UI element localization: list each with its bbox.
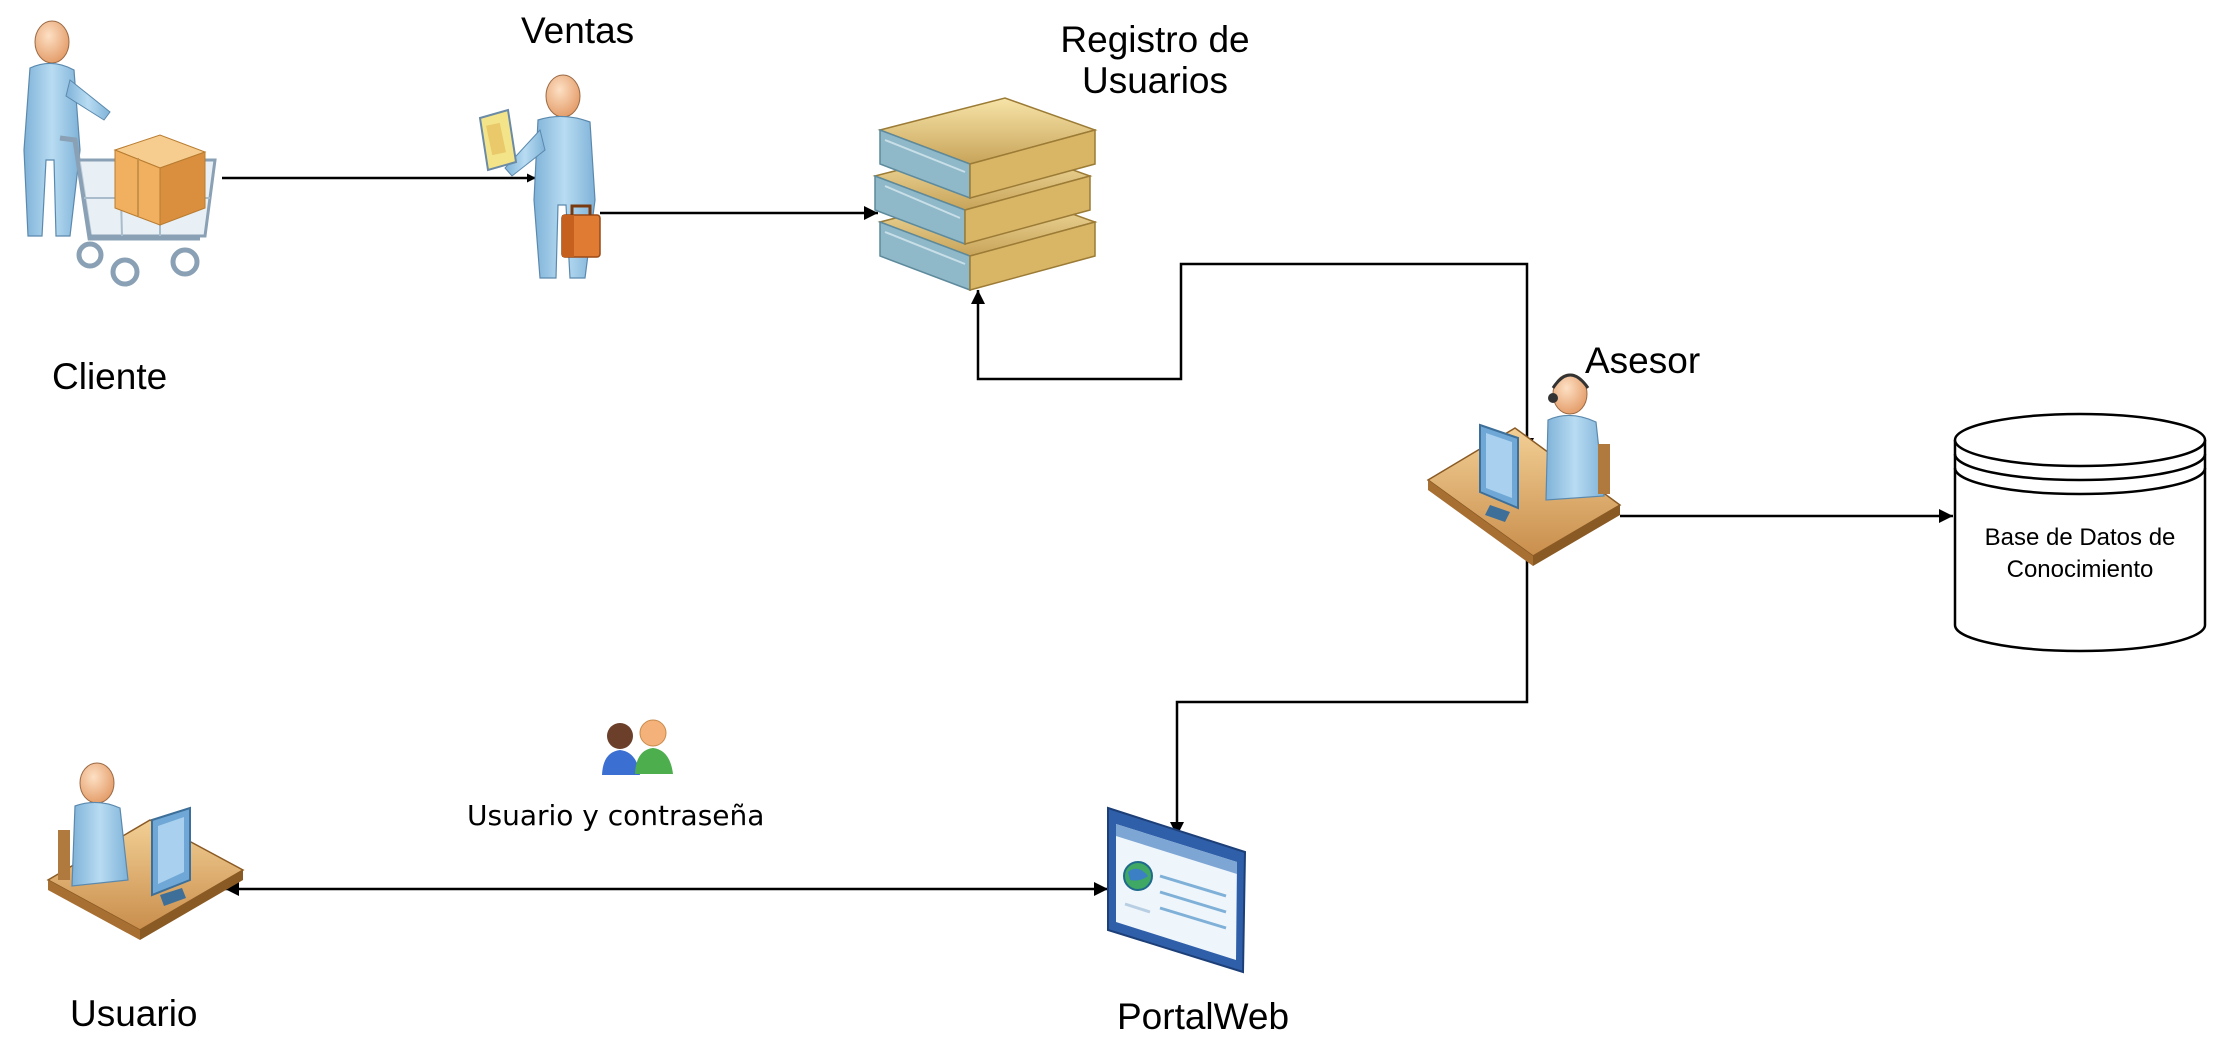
headset-operator-workstation-icon (1426, 373, 1622, 566)
credentials-label: Usuario y contraseña (467, 799, 765, 832)
base-datos-label-line2: Conocimiento (2006, 556, 2154, 584)
registro-label-line1: Registro de (1060, 19, 1250, 60)
edge-asesor-registro (971, 262, 1534, 452)
shopping-cart-person-icon (23, 20, 217, 287)
usuario-label: Usuario (70, 993, 198, 1034)
database-cylinder-icon (1953, 412, 2207, 653)
asesor-label: Asesor (1585, 340, 1701, 381)
ventas-label: Ventas (521, 10, 635, 51)
web-browser-window-icon (1107, 806, 1247, 974)
cliente-label: Cliente (52, 356, 168, 397)
two-users-icon (602, 719, 673, 775)
portal-label: PortalWeb (1117, 996, 1290, 1037)
base-datos-label: Base de Datos de Conocimiento (1955, 522, 2205, 587)
edge-asesor-portal (1170, 515, 1534, 836)
user-workstation-icon (46, 762, 245, 940)
salesperson-icon (478, 74, 601, 279)
base-datos-label-line1: Base de Datos de (1984, 524, 2176, 551)
registro-label-line2: Usuarios (1082, 60, 1228, 102)
registro-label: Registro de Usuarios (1040, 19, 1270, 102)
connectors (222, 173, 1953, 896)
stack-of-books-icon (872, 97, 1098, 292)
